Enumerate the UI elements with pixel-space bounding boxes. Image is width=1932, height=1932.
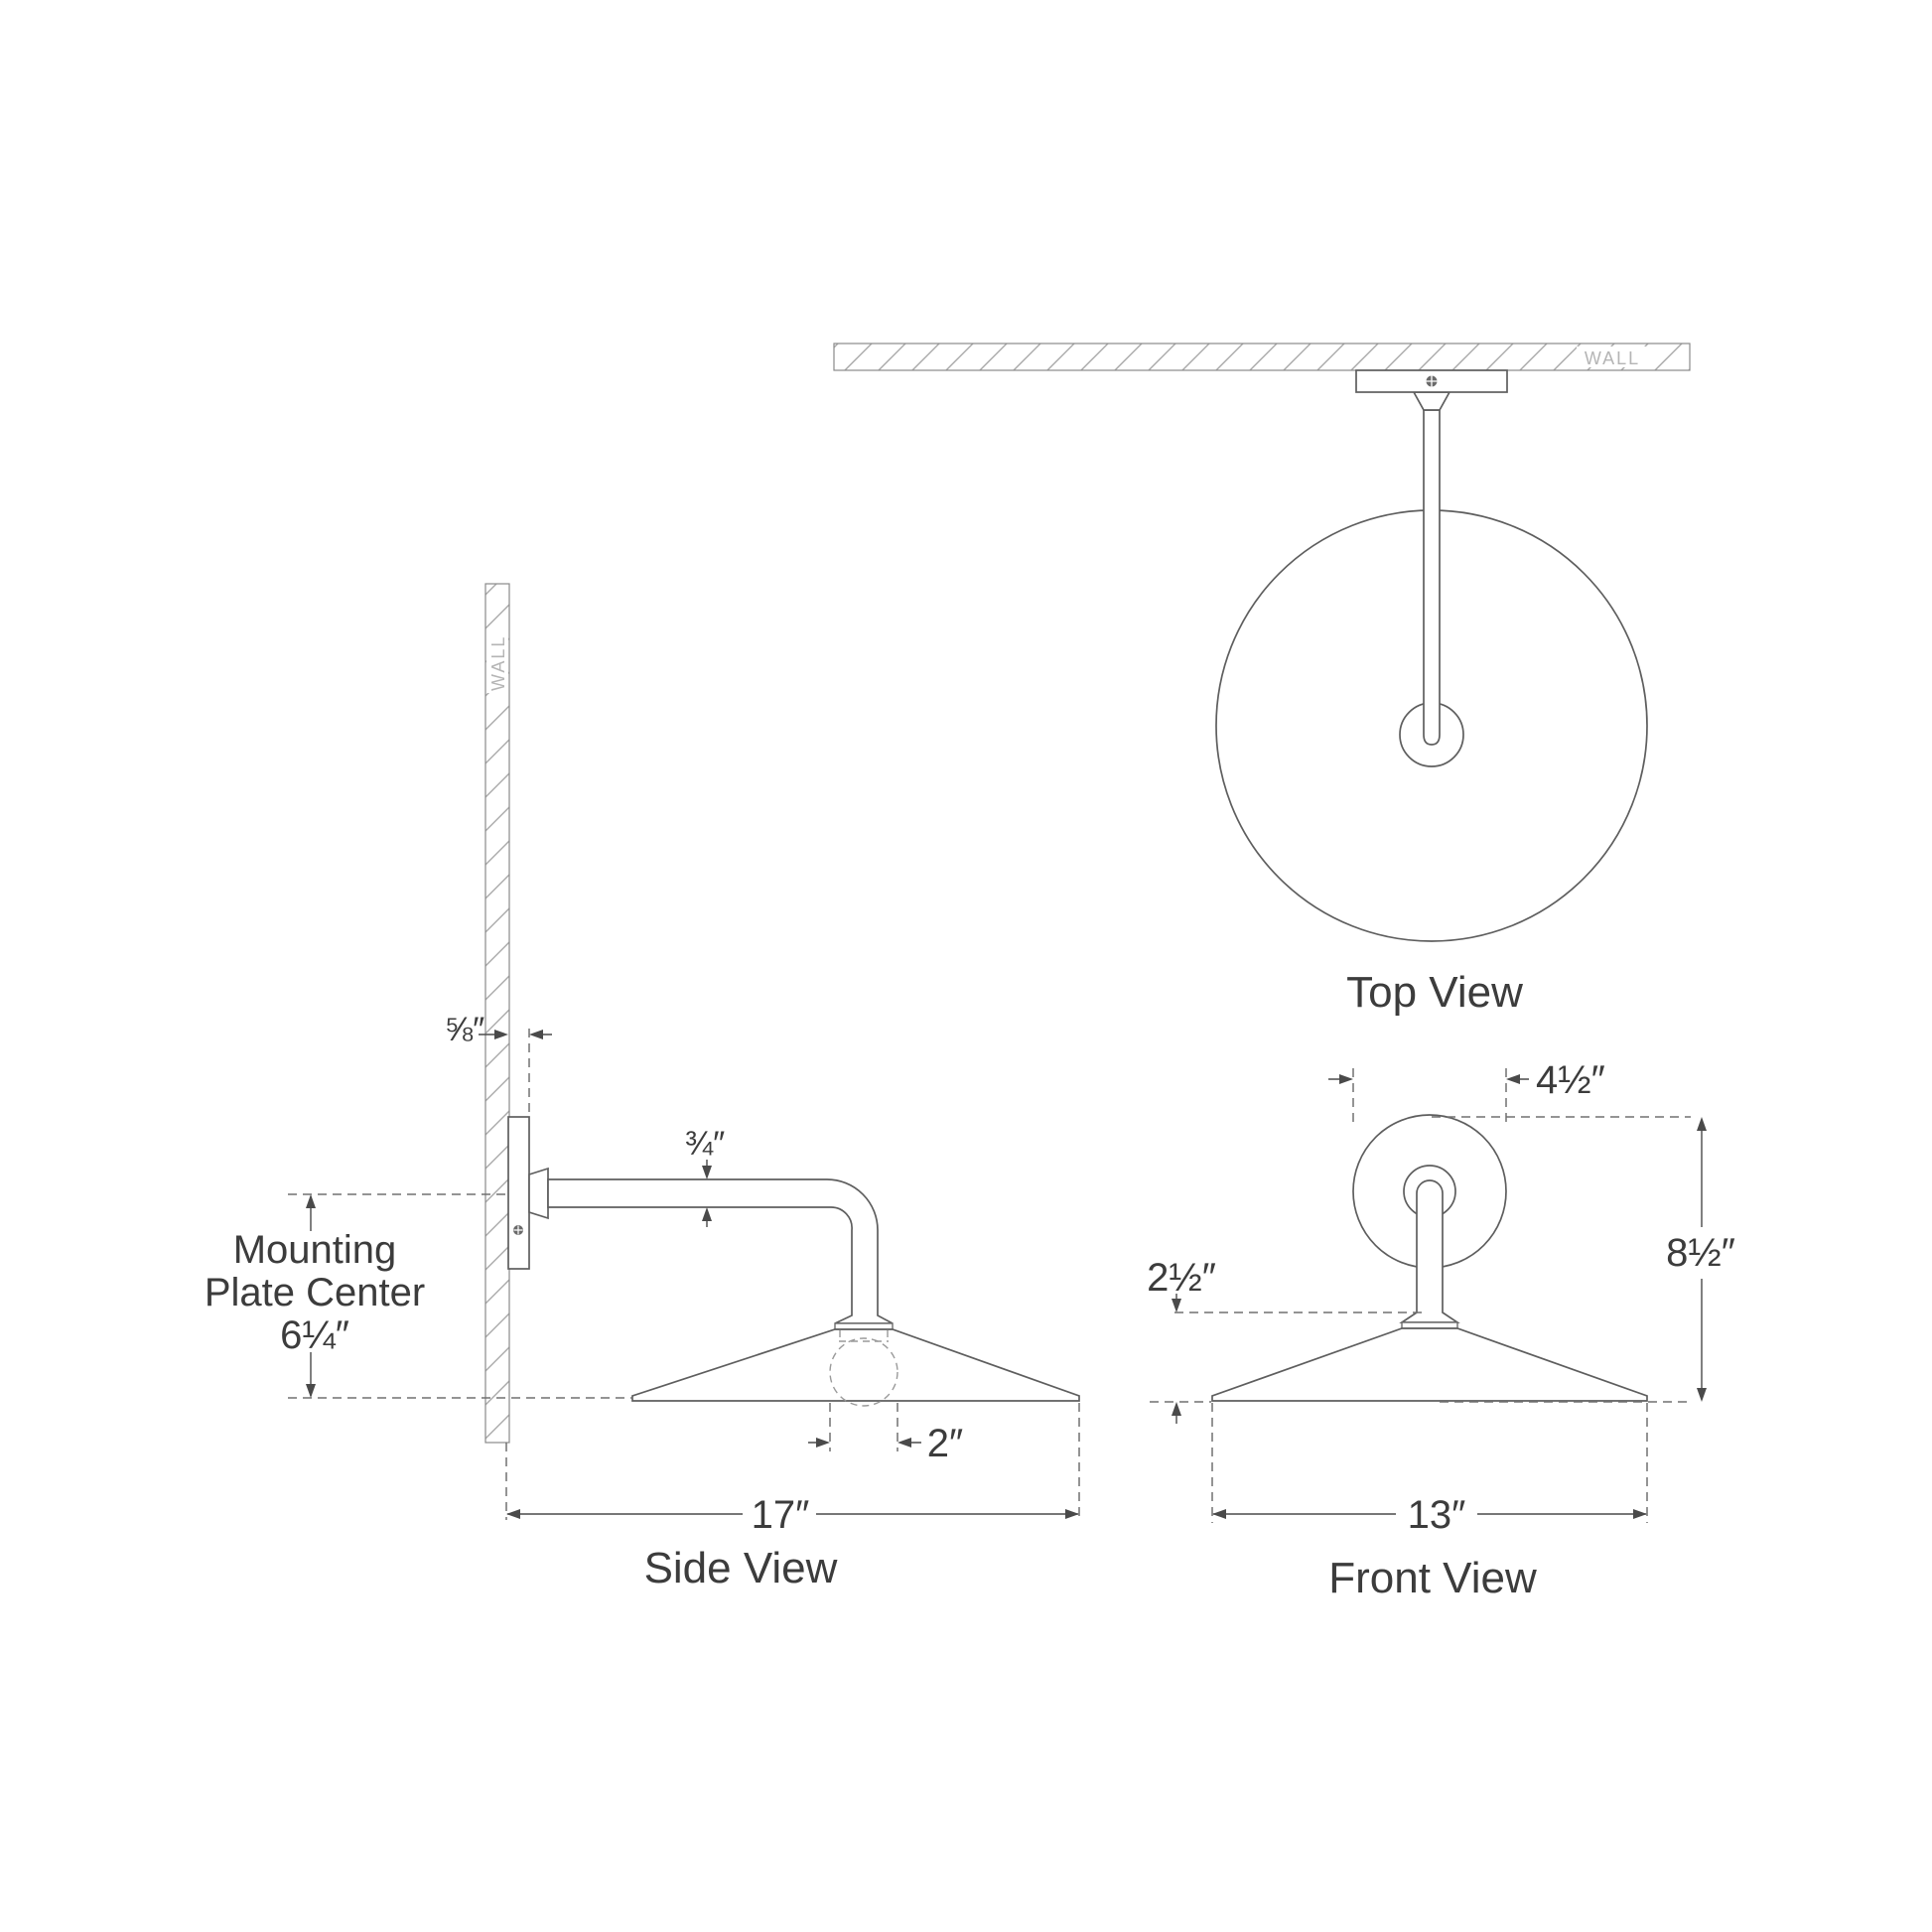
dim-mounting-line3: 6¼″ — [280, 1313, 349, 1357]
front-view-label: Front View — [1328, 1554, 1537, 1602]
side-view-screw-icon — [513, 1225, 523, 1235]
dim-backplate-diameter-text: 4½″ — [1536, 1058, 1605, 1102]
dim-shade-diameter: 13″ — [1212, 1493, 1647, 1537]
side-view-wall-label-backing — [486, 629, 508, 693]
side-view-mounting-plate — [507, 1116, 530, 1270]
front-view-socket-ring — [1401, 1321, 1458, 1329]
top-view: WALL Top View — [833, 343, 1691, 1017]
dim-mounting-line2: Plate Center — [205, 1271, 425, 1314]
front-view-shade-cone — [1211, 1327, 1648, 1402]
dim-backplate-diameter: 4½″ — [1328, 1058, 1605, 1102]
dim-projection-text: 17″ — [752, 1493, 810, 1537]
dim-overall-height: 8½″ — [1666, 1117, 1735, 1402]
top-view-wall-label-backing — [1577, 346, 1648, 367]
side-view-arm-flange — [528, 1167, 549, 1220]
dim-shade-drop: 2½″ — [1147, 1256, 1216, 1424]
dim-shade-diameter-text: 13″ — [1408, 1493, 1466, 1537]
dim-socket-width-text: 2″ — [927, 1422, 963, 1465]
dim-socket-width: 2″ — [808, 1403, 963, 1465]
dim-projection: 17″ — [505, 1403, 1080, 1537]
side-view-shade-cone — [631, 1328, 1080, 1402]
front-view-stem — [1399, 1179, 1460, 1323]
dim-overall-height-text: 8½″ — [1666, 1231, 1735, 1275]
dim-arm-thickness: ¾″ — [685, 1125, 725, 1227]
dim-plate-thickness: ⅝″ — [445, 1011, 552, 1116]
top-view-arm-stem — [1423, 409, 1441, 746]
top-view-screw-icon — [1426, 375, 1438, 387]
side-view-label: Side View — [644, 1544, 838, 1592]
side-view-arm-pipe — [547, 1178, 894, 1324]
side-view-socket-ring — [834, 1322, 894, 1330]
side-view-bulb-hidden-outline — [829, 1330, 898, 1407]
top-view-wall-label: WALL — [1585, 348, 1640, 368]
front-view: 4½″ 8½″ 2½″ 13″ Front View — [1147, 1058, 1735, 1602]
top-view-wall-hatch — [833, 343, 1691, 371]
top-view-label: Top View — [1346, 968, 1523, 1017]
side-view-wall-hatch — [484, 583, 510, 1444]
dim-plate-thickness-text: ⅝″ — [445, 1011, 484, 1048]
side-view-wall-label: WALL — [488, 635, 508, 691]
top-view-arm-neck — [1412, 391, 1451, 411]
dim-shade-drop-text: 2½″ — [1147, 1256, 1216, 1300]
dim-arm-thickness-text: ¾″ — [685, 1125, 725, 1163]
front-ref-rim-drops — [1211, 1403, 1648, 1523]
dim-mounting-line1: Mounting — [233, 1228, 397, 1272]
dim-mounting-plate-center: Mounting Plate Center 6¼″ — [205, 1193, 631, 1399]
side-view: WALL ⅝″ ¾″ — [205, 583, 1080, 1592]
